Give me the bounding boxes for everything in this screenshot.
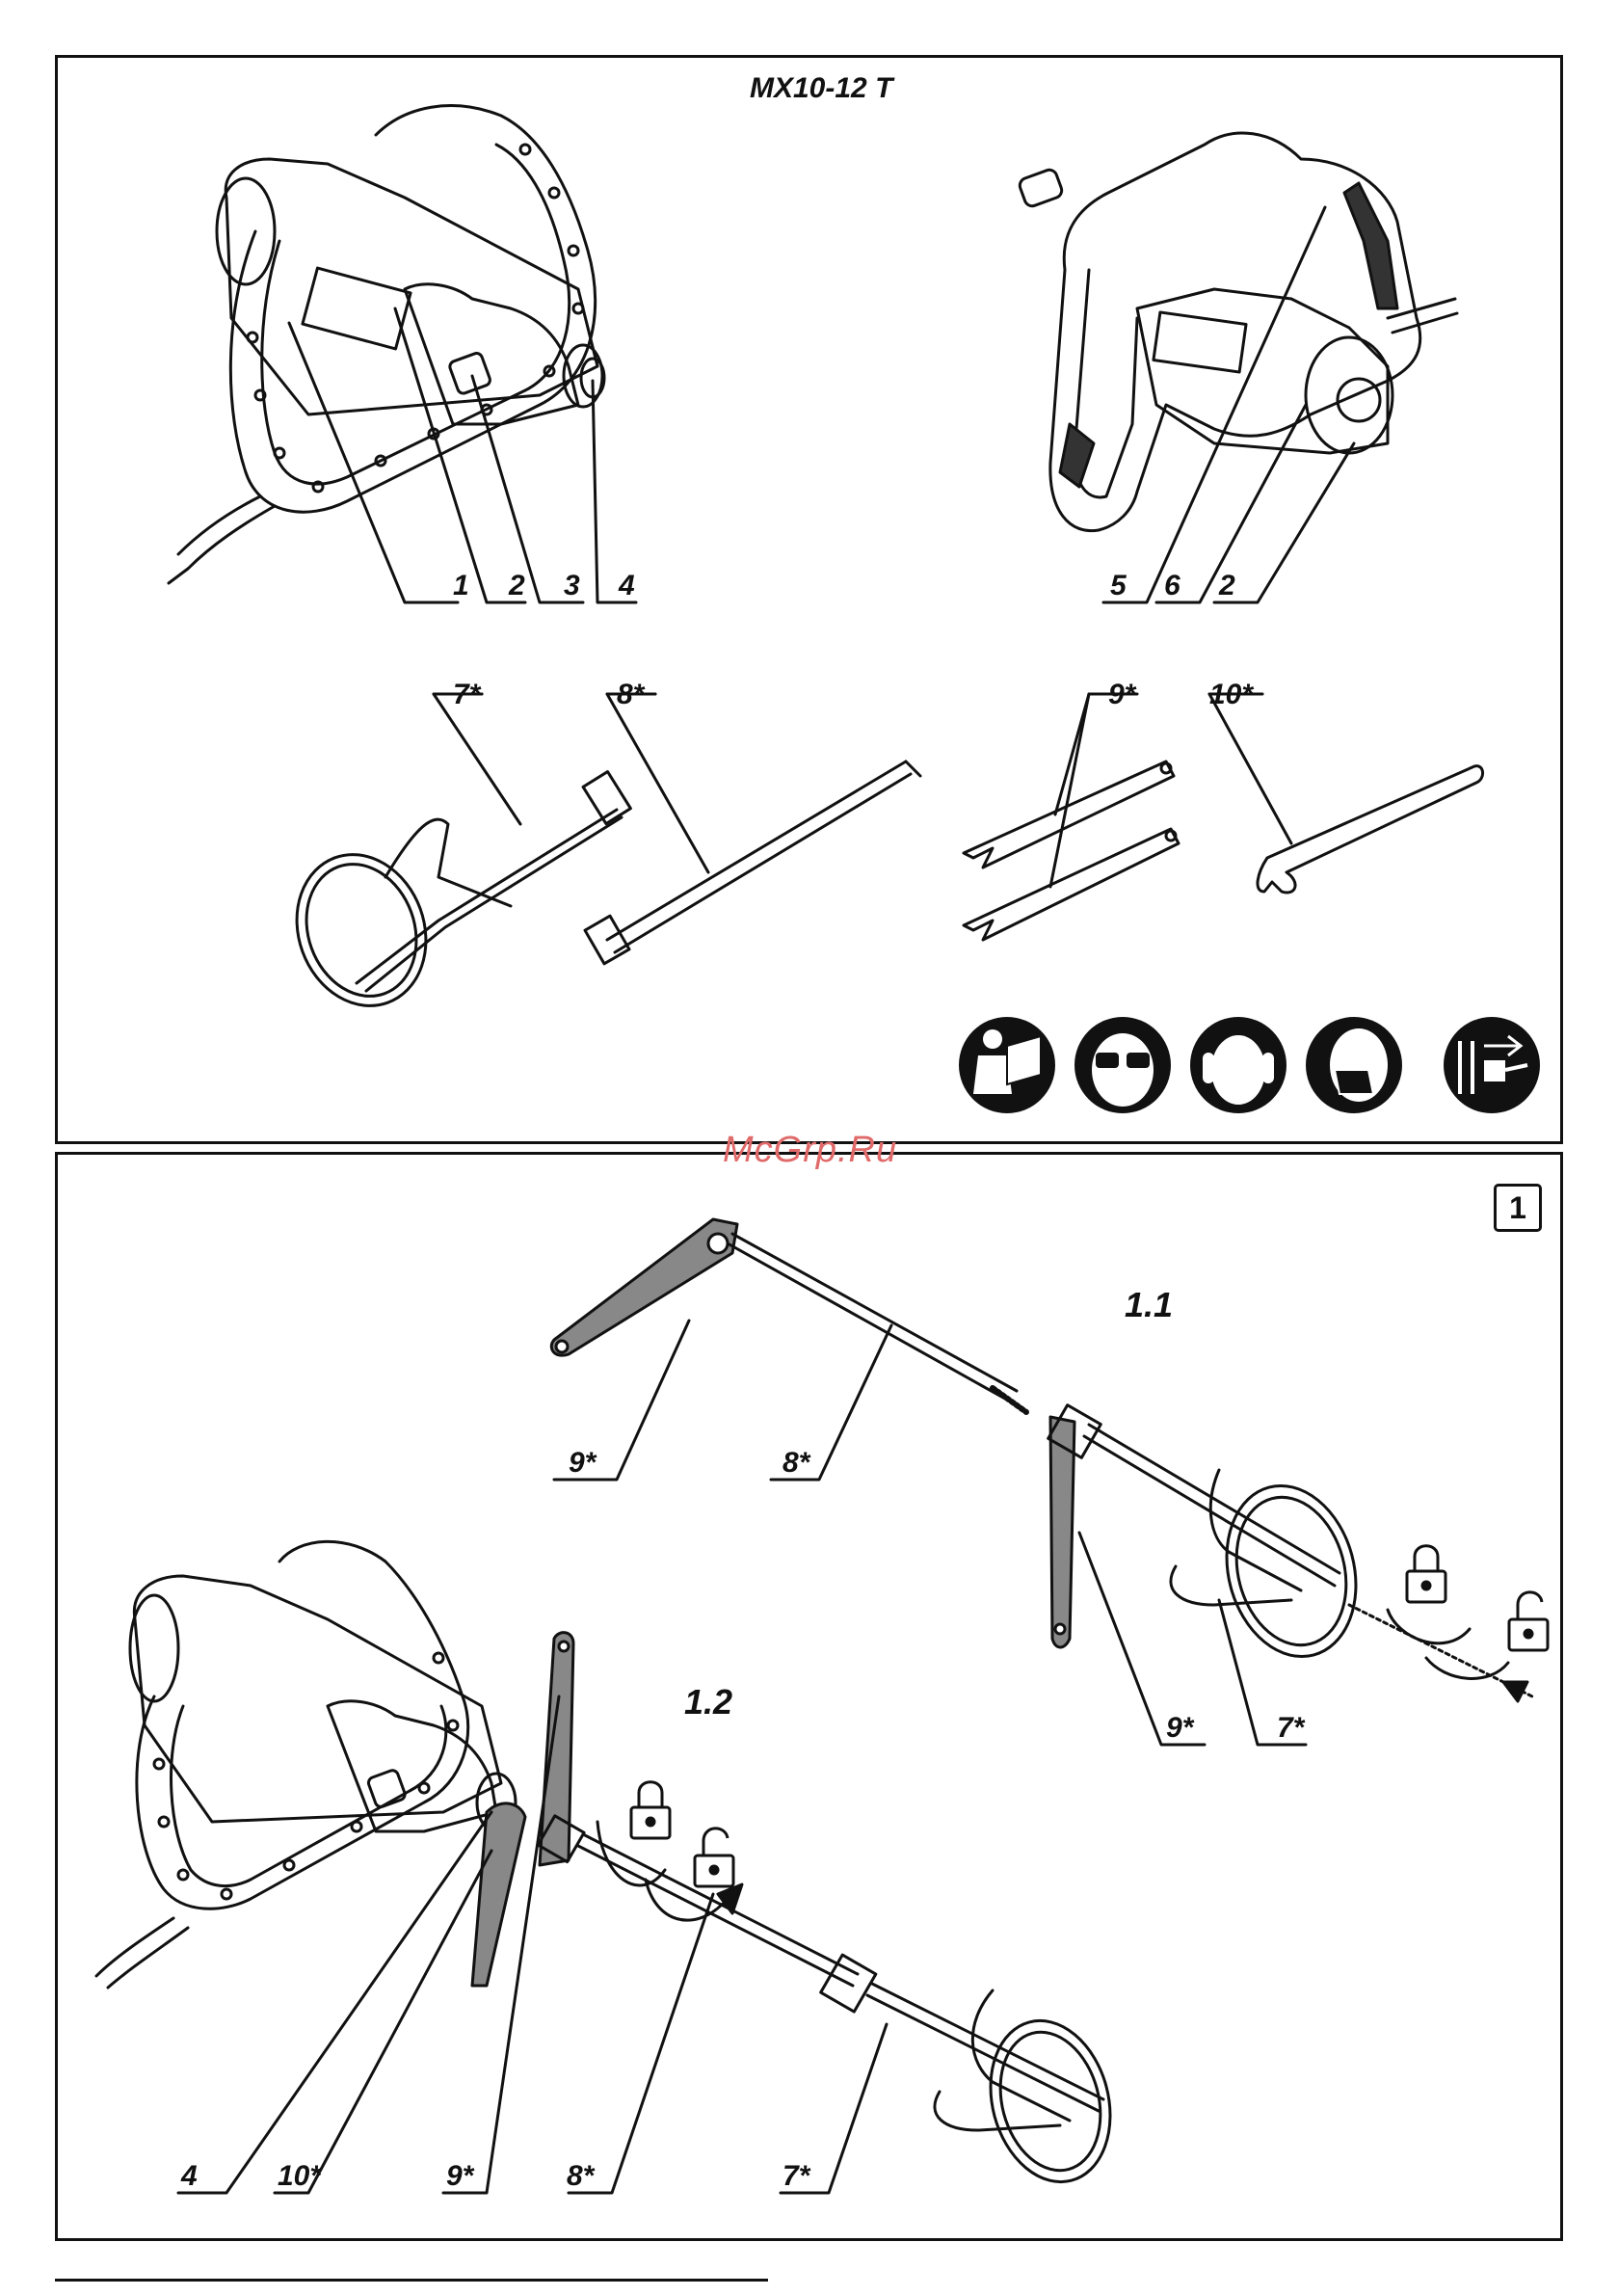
- callout-8-step-1-1: 8*: [782, 1449, 809, 1478]
- callout-6: 6: [1164, 572, 1180, 601]
- callout-7-step-1-1: 7*: [1277, 1714, 1304, 1743]
- callout-9-step-1-2: 9*: [446, 2162, 473, 2191]
- callout-8-accessory: 8*: [617, 681, 644, 709]
- callout-9-step-1-1-right: 9*: [1166, 1714, 1193, 1743]
- callout-10-step-1-2: 10*: [278, 2162, 321, 2191]
- callout-5: 5: [1110, 572, 1127, 601]
- callout-8-step-1-2: 8*: [567, 2162, 594, 2191]
- callout-10-accessory: 10*: [1209, 681, 1253, 709]
- callout-7-step-1-2: 7*: [782, 2162, 809, 2191]
- callout-9-step-1-1-left: 9*: [569, 1449, 596, 1478]
- sub-step-1-1: 1.1: [1125, 1285, 1173, 1325]
- footer-rule: [55, 2279, 768, 2282]
- callout-9-accessory: 9*: [1108, 681, 1135, 709]
- callout-2: 2: [509, 572, 525, 601]
- callout-7-accessory: 7*: [453, 681, 480, 709]
- model-title: MX10-12 T: [750, 72, 892, 105]
- step-number-badge: 1: [1494, 1184, 1542, 1232]
- sub-step-1-2: 1.2: [684, 1682, 732, 1722]
- callout-4: 4: [619, 572, 635, 601]
- callout-3: 3: [564, 572, 580, 601]
- callout-4-step-1-2: 4: [181, 2162, 198, 2191]
- watermark: McGrp.Ru: [723, 1130, 897, 1171]
- callout-1: 1: [453, 572, 469, 601]
- top-panel: [55, 55, 1563, 1144]
- bottom-panel: [55, 1152, 1563, 2241]
- callout-2-rear: 2: [1219, 572, 1235, 601]
